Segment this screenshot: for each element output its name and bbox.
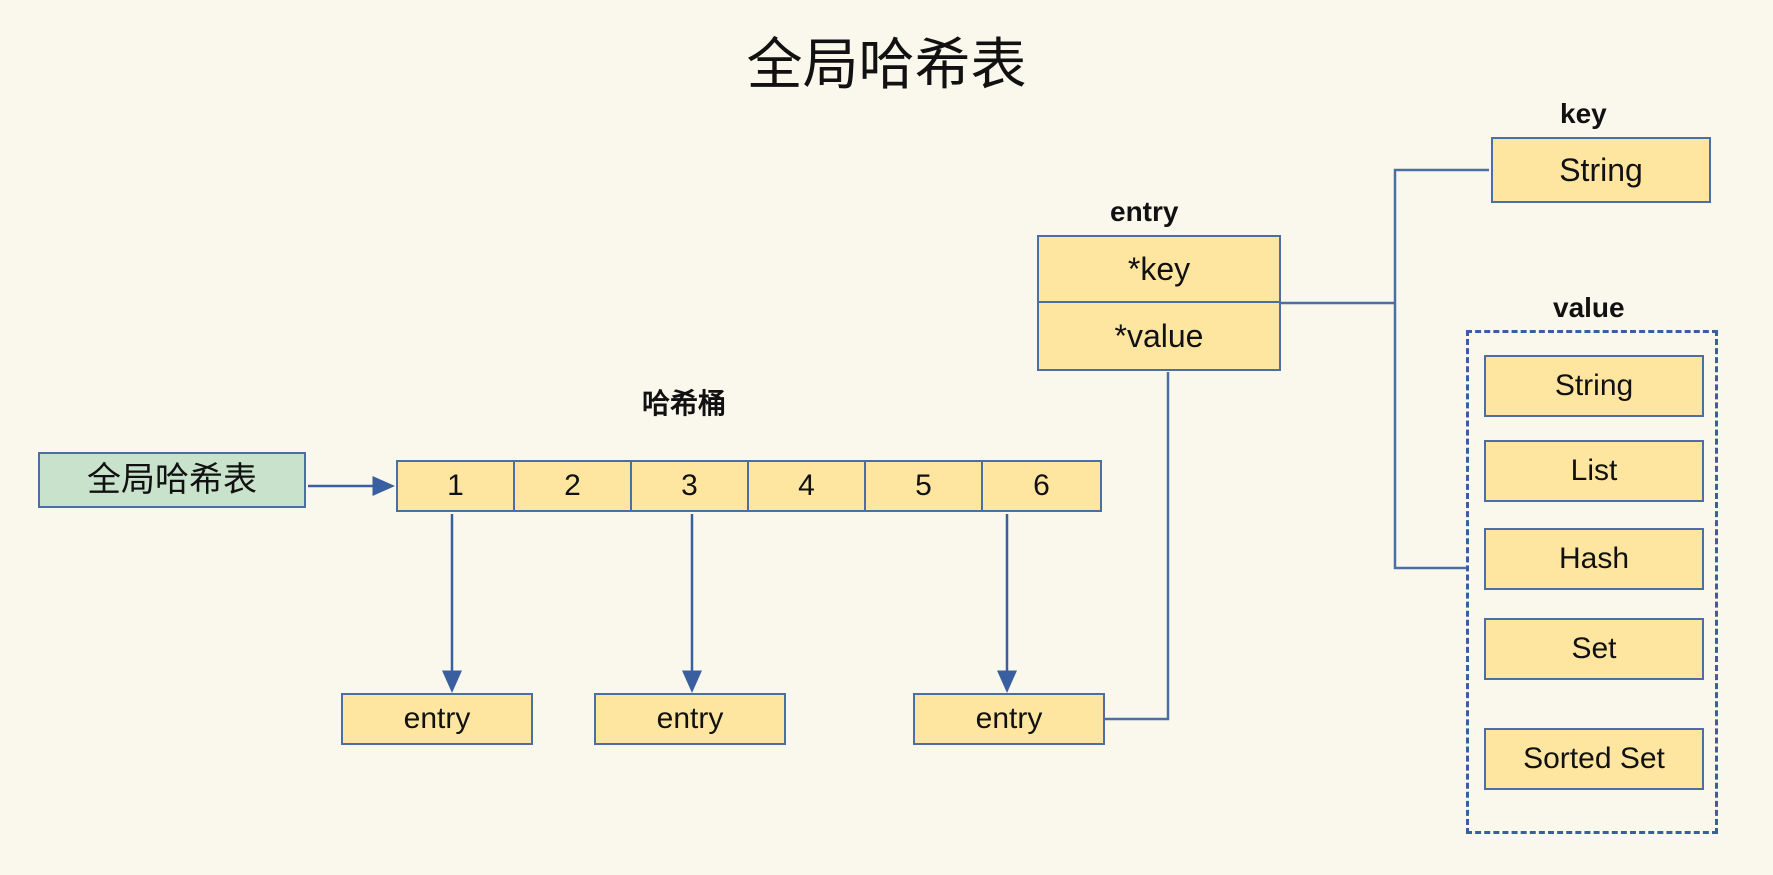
value-type-label: List — [1570, 454, 1618, 487]
page-title: 全局哈希表 — [746, 33, 1027, 96]
value-types-group — [1466, 330, 1718, 834]
value-type-hash[interactable]: Hash — [1484, 528, 1704, 590]
bucket-cell[interactable]: 1 — [398, 462, 515, 510]
value-section-label: value — [1553, 292, 1625, 323]
entry-struct: *key *value — [1037, 235, 1281, 371]
key-section-label: key — [1560, 98, 1607, 129]
global-hash-table-box[interactable]: 全局哈希表 — [38, 452, 306, 508]
value-type-list[interactable]: List — [1484, 440, 1704, 502]
entry-node[interactable]: entry — [913, 693, 1105, 745]
hash-bucket-array[interactable]: 1 2 3 4 5 6 — [396, 460, 1102, 512]
bucket-cell[interactable]: 6 — [1033, 469, 1050, 502]
bucket-cell[interactable]: 3 — [632, 462, 749, 510]
value-type-label: Hash — [1558, 542, 1630, 575]
entry-node-label: entry — [656, 702, 724, 735]
entry-node[interactable]: entry — [341, 693, 533, 745]
value-type-label: String — [1554, 369, 1634, 402]
bucket-cell[interactable]: 4 — [749, 462, 866, 510]
value-type-sorted-set[interactable]: Sorted Set — [1484, 728, 1704, 790]
entry-node-label: entry — [975, 702, 1043, 735]
entry-field-key[interactable]: *key — [1037, 235, 1281, 303]
key-type-label: String — [1559, 152, 1643, 188]
global-hash-table-label: 全局哈希表 — [87, 461, 257, 499]
entry-field-value[interactable]: *value — [1037, 303, 1281, 371]
bucket-cell[interactable]: 5 — [866, 462, 983, 510]
key-type-string[interactable]: String — [1491, 137, 1711, 203]
bucket-cell[interactable]: 2 — [515, 462, 632, 510]
value-type-label: Set — [1571, 632, 1617, 665]
entry-struct-label: entry — [1110, 196, 1179, 227]
entry-node[interactable]: entry — [594, 693, 786, 745]
value-type-label: Sorted Set — [1523, 742, 1665, 775]
entry-node-label: entry — [403, 702, 471, 735]
value-type-set[interactable]: Set — [1484, 618, 1704, 680]
value-type-string[interactable]: String — [1484, 355, 1704, 417]
hash-bucket-label: 哈希桶 — [642, 388, 727, 419]
